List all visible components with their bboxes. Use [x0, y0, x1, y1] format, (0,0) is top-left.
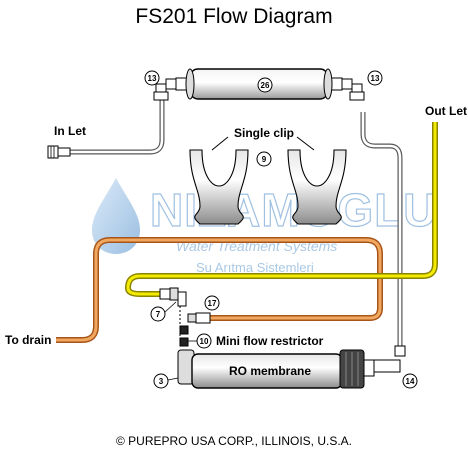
- single-clip-label: Single clip: [234, 126, 294, 140]
- svg-text:17: 17: [208, 299, 217, 308]
- single-clip-right-icon: [287, 149, 347, 225]
- diagram-title: FS201 Flow Diagram: [135, 5, 332, 28]
- part-callout-17: 17: [204, 295, 220, 311]
- flow-restrictor-icon: [179, 325, 189, 347]
- copyright-footer: © PUREPRO USA CORP., ILLINOIS, U.S.A.: [116, 434, 352, 448]
- tee-fitting-icon: [187, 312, 211, 324]
- membrane-feed-tube: [360, 112, 403, 346]
- watermark: NIZAMOGLU Water Treatment Systems Su Arı…: [92, 178, 438, 275]
- mini-flow-restrictor-label: Mini flow restrictor: [216, 334, 324, 348]
- watermark-line2: Su Arıtma Sistemleri: [196, 260, 314, 275]
- single-clip-left-icon: [189, 149, 249, 225]
- drain-tube: [56, 237, 383, 343]
- part-callout-3: 3: [153, 373, 169, 389]
- watermark-brand: NIZAMOGLU: [150, 184, 438, 236]
- part-callout-7: 7: [150, 306, 166, 322]
- part-callout-10: 10: [196, 333, 212, 349]
- svg-text:7: 7: [156, 310, 161, 319]
- svg-text:14: 14: [406, 377, 415, 386]
- svg-text:13: 13: [148, 74, 157, 83]
- part-callout-26: 26: [257, 77, 273, 93]
- outlet-tube: [124, 122, 438, 297]
- elbow-fitting-left-icon: [153, 78, 177, 101]
- part-callout-14: 14: [402, 373, 418, 389]
- svg-text:13: 13: [371, 74, 380, 83]
- outlet-label: Out Let: [425, 104, 467, 118]
- inlet-fitting-icon: [47, 145, 71, 159]
- svg-text:9: 9: [262, 155, 267, 164]
- elbow-fitting-right-icon: [341, 78, 365, 101]
- ro-membrane-housing: [177, 349, 375, 389]
- inlet-label: In Let: [54, 124, 86, 138]
- inlet-tube: [70, 98, 165, 155]
- part-callout-13-left: 13: [144, 70, 160, 86]
- svg-text:3: 3: [159, 377, 164, 386]
- water-drop-icon: [92, 178, 140, 254]
- inlet-elbow-fitting-icon: [373, 345, 406, 373]
- part-callout-13-right: 13: [367, 70, 383, 86]
- part-callout-9: 9: [256, 151, 272, 167]
- svg-text:26: 26: [261, 81, 270, 90]
- drain-label: To drain: [5, 333, 51, 347]
- ro-membrane-label: RO membrane: [229, 364, 311, 378]
- svg-text:10: 10: [200, 337, 209, 346]
